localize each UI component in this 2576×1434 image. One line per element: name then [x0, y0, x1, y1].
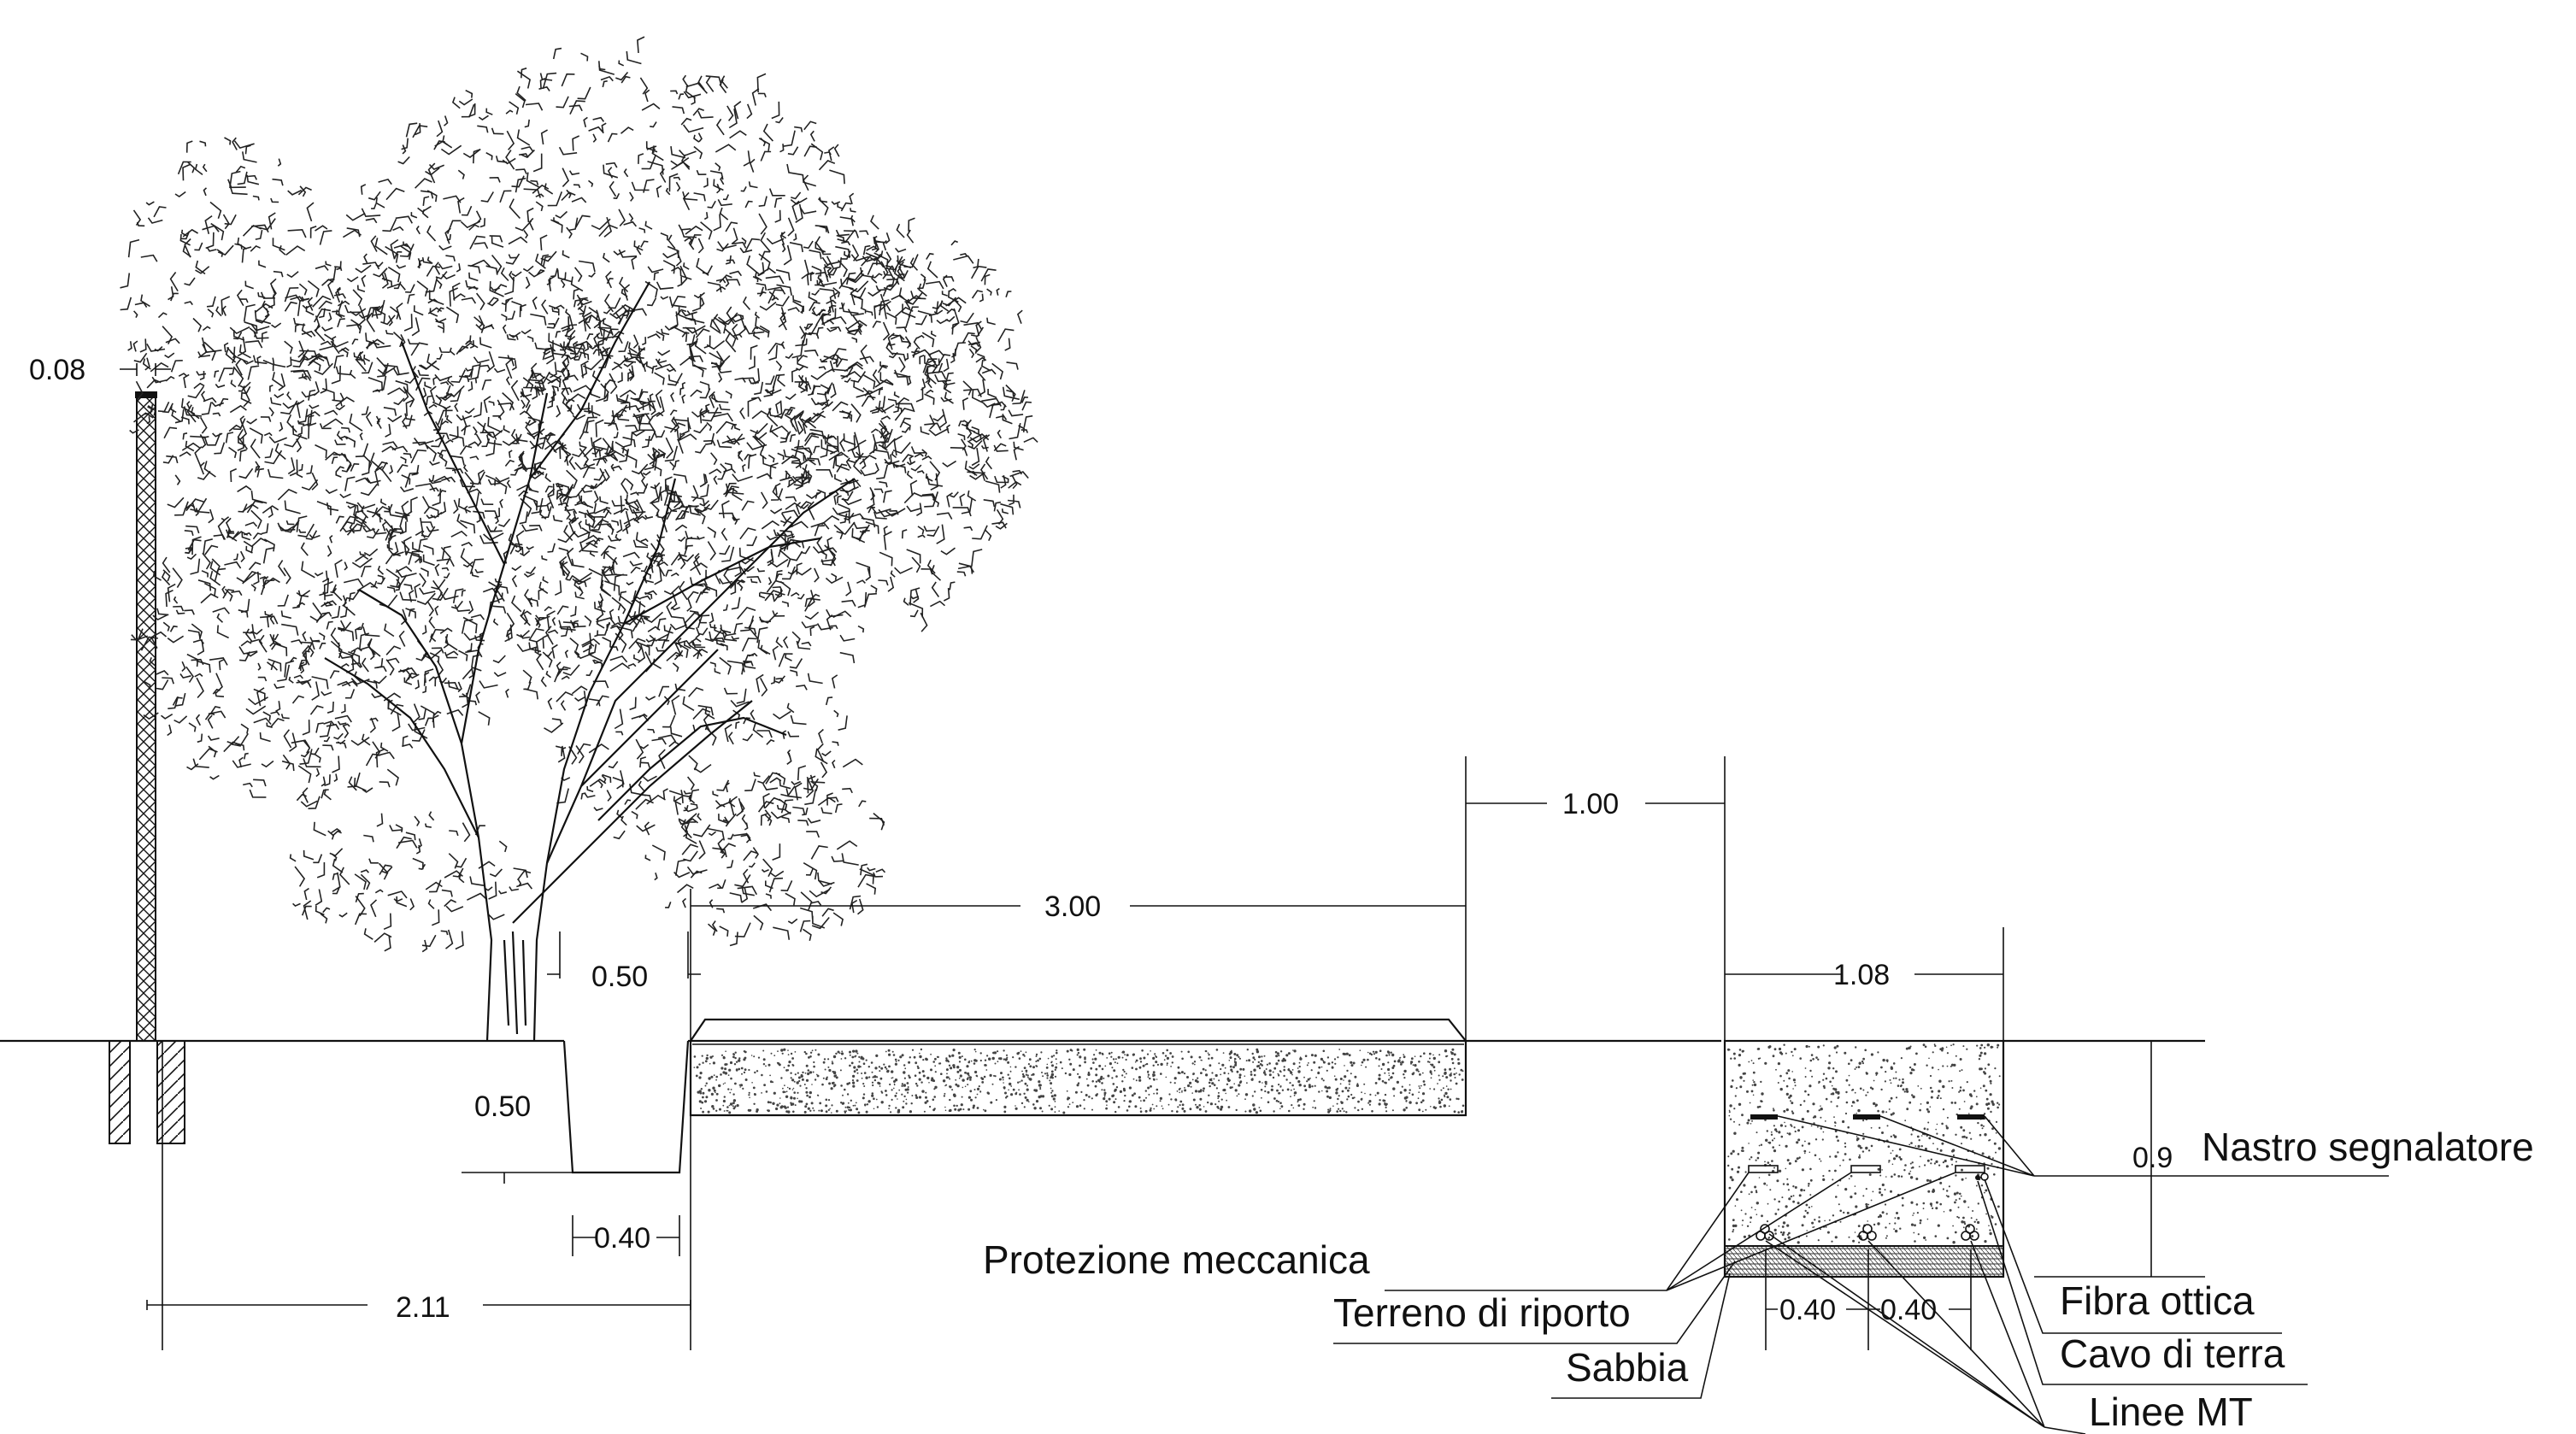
label-sabbia: Sabbia [1566, 1345, 1689, 1390]
fence [109, 391, 185, 1144]
warning-tape-2 [1853, 1114, 1880, 1120]
label-fibra-ottica: Fibra ottica [2060, 1278, 2255, 1323]
road-section [689, 1018, 1467, 1117]
protection-plate-1 [1748, 1165, 1779, 1173]
tree-foliage [120, 36, 1038, 953]
dim-fence-width: 0.08 [29, 354, 85, 386]
dim-cable-spacing-2: 0.40 [1880, 1294, 1937, 1326]
ditch [562, 1040, 690, 1174]
label-protezione-meccanica: Protezione meccanica [983, 1237, 1370, 1282]
ground-cable [1975, 1175, 1980, 1180]
dim-ditch-depth: 0.50 [474, 1090, 531, 1123]
dimension-lines [120, 363, 2205, 1350]
dim-road-width: 3.00 [1044, 890, 1101, 923]
dim-trench-width: 1.08 [1833, 959, 1890, 991]
leader-lines [1333, 1115, 2389, 1434]
dim-cable-spacing-1: 0.40 [1779, 1294, 1836, 1326]
mt-cables [1756, 1224, 1979, 1241]
trench-texture [1726, 1043, 2002, 1244]
label-cavo-di-terra: Cavo di terra [2060, 1331, 2285, 1376]
tree [120, 36, 1038, 1042]
label-terreno-di-riporto: Terreno di riporto [1333, 1290, 1631, 1335]
trench [1723, 1039, 2005, 1278]
label-nastro-segnalatore: Nastro segnalatore [2202, 1125, 2534, 1169]
warning-tape-1 [1750, 1114, 1778, 1120]
warning-tape-3 [1957, 1114, 1985, 1120]
dim-ditch-bottom: 0.40 [594, 1222, 650, 1255]
dim-ditch-gap: 0.50 [591, 961, 648, 993]
fiber-optic-cable [1980, 1172, 1989, 1181]
protection-plate-3 [1955, 1165, 1985, 1173]
tree-trunk [324, 281, 856, 1042]
dim-trench-depth: 0.9 [2132, 1142, 2173, 1174]
dim-total-offset: 2.11 [396, 1291, 450, 1324]
protection-plate-2 [1850, 1165, 1881, 1173]
road-texture [693, 1048, 1465, 1114]
label-linee-mt: Linee MT [2089, 1390, 2253, 1434]
dim-road-to-trench: 1.00 [1562, 788, 1619, 820]
